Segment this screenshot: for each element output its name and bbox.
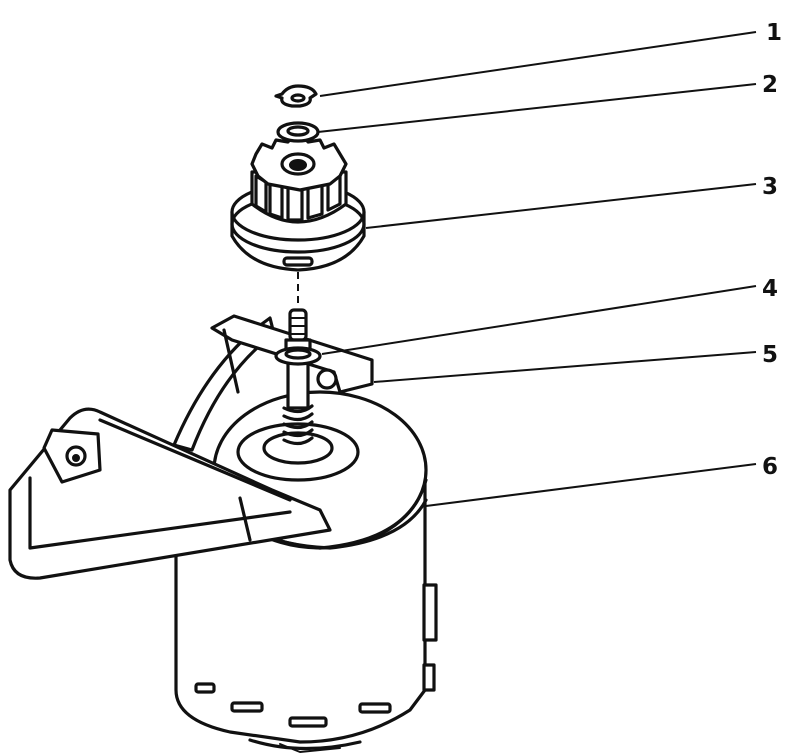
leader-1 [319,31,757,97]
leader-2 [317,83,757,133]
thrust-washer [276,121,320,143]
callout-6: 6 [762,454,778,480]
leader-lines [317,31,757,507]
callout-4: 4 [762,276,778,302]
pinion-gear [230,134,366,272]
leader-6 [425,463,757,507]
spring-retainer [274,346,322,366]
drive-shaft [236,308,360,482]
leader-5 [373,351,757,383]
retaining-ring [274,84,318,108]
leader-3 [365,183,757,229]
callout-1: 1 [766,20,782,46]
callout-5: 5 [762,342,778,368]
leader-4 [321,285,757,355]
callout-numbers: 1 2 3 4 5 6 [762,20,782,480]
callout-2: 2 [762,72,778,98]
mounting-bracket [8,314,374,580]
callout-3: 3 [762,174,778,200]
